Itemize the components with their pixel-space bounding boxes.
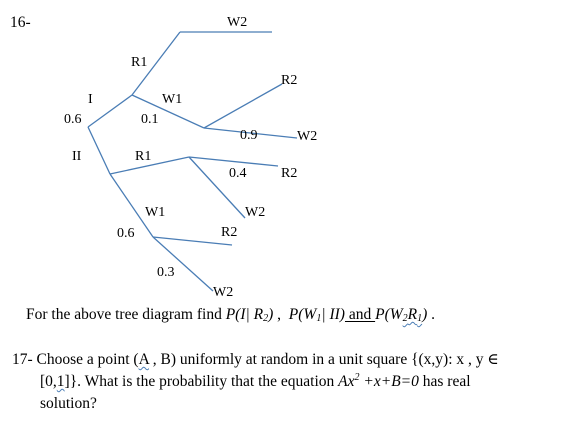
branch-r1-w2: [188, 156, 246, 219]
expr-p-i-given-r2: P(I| R2): [225, 306, 274, 324]
label-w2-lower: W2: [245, 205, 266, 220]
p17-one: 1: [56, 373, 65, 390]
label-prob-0-4: 0.4: [229, 166, 247, 181]
p17-line2-end: has real: [418, 373, 471, 390]
separator-and: and: [344, 306, 376, 323]
branch-w1-w2-lower: [152, 236, 214, 292]
p17-line1-end: , B) uniformly at random in a unit squar…: [148, 351, 499, 368]
branch-ii-r1: [109, 156, 190, 175]
separator-1: ,: [273, 306, 289, 323]
question-suffix: .: [427, 306, 436, 323]
label-prob-0-6-upper: 0.6: [64, 112, 82, 127]
branch-root-ii: [87, 126, 111, 175]
branch-i-w1: [131, 94, 205, 129]
label-r2-lower: R2: [221, 225, 238, 240]
problem-17-line-1: 17- Choose a point (A , B) uniformly at …: [12, 352, 499, 368]
label-branch-ii: II: [72, 149, 82, 164]
branch-root-i: [87, 94, 133, 128]
label-w1-upper: W1: [162, 92, 183, 107]
problem-17-line-3: solution?: [40, 395, 97, 412]
branch-w1-r2: [203, 83, 283, 129]
problem-16-number: 16-: [10, 14, 31, 31]
label-r2-upper: R2: [281, 73, 298, 88]
problem-17-line-2: [0,1]}. What is the probability that the…: [40, 372, 471, 390]
label-r1-lower: R1: [135, 149, 152, 164]
p17-variable-a: A: [138, 351, 149, 368]
branch-r1-r2: [188, 156, 279, 167]
label-w2-bottom: W2: [213, 285, 234, 300]
p17-line1-start: 17- Choose a point (: [12, 351, 139, 368]
branch-w1-w2: [203, 127, 298, 139]
label-prob-0-9: 0.9: [240, 128, 258, 143]
p17-line2-mid: ]}. What is the probability that the equ…: [64, 373, 339, 390]
problem-16-question: For the above tree diagram find P(I| R2)…: [26, 306, 436, 324]
branch-ii-w1: [109, 173, 154, 238]
label-w1-lower: W1: [145, 205, 166, 220]
label-r1-upper: R1: [131, 55, 148, 70]
label-branch-i: I: [88, 92, 93, 107]
p17-line2-start: [0,: [40, 373, 57, 390]
expr-p-w2-r1: P(W2R1): [375, 306, 428, 324]
expr-p-w1-given-ii: P(W1| II): [288, 306, 345, 324]
label-prob-0-6-lower: 0.6: [117, 226, 135, 241]
label-prob-0-1: 0.1: [141, 112, 159, 127]
label-r2-mid: R2: [281, 166, 298, 181]
label-w2-top: W2: [227, 15, 248, 30]
branch-i-r1: [131, 31, 181, 96]
question-prefix: For the above tree diagram find: [26, 306, 226, 323]
branch-w1-r2-lower: [152, 236, 233, 246]
label-w2-mid: W2: [297, 129, 318, 144]
p17-equation: Ax2 +x+B=0: [338, 372, 419, 390]
label-prob-0-3: 0.3: [157, 265, 175, 280]
